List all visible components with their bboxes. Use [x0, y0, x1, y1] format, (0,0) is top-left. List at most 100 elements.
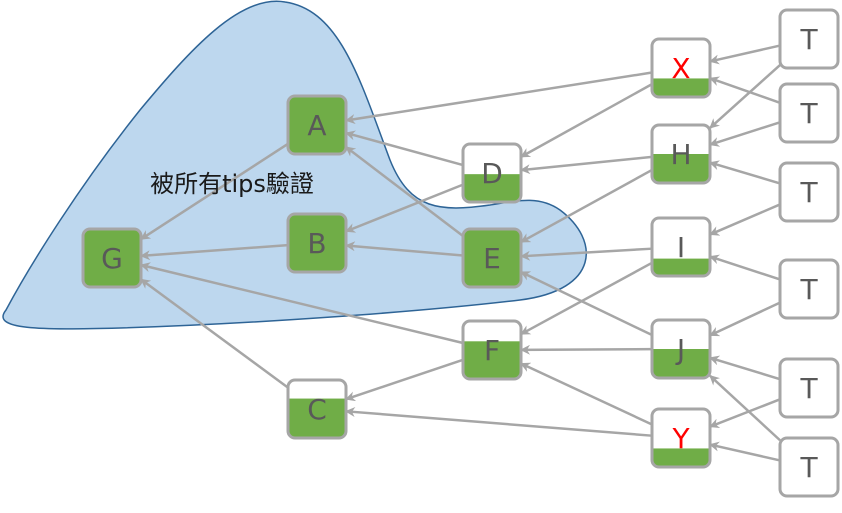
node-g[interactable]: G	[81, 227, 143, 289]
node-border	[461, 227, 523, 289]
confirmation-fill	[463, 174, 521, 202]
node-i[interactable]: I	[650, 216, 712, 278]
node-label: H	[670, 138, 691, 171]
node-label: T	[799, 176, 818, 209]
edge-i-to-e	[520, 247, 653, 261]
node-border	[286, 378, 348, 440]
edge-d-to-b	[345, 183, 464, 233]
edge-t2-to-x	[709, 76, 781, 104]
node-border	[650, 123, 712, 185]
node-f[interactable]: F	[461, 319, 523, 381]
node-border	[461, 142, 523, 204]
edge-t5-to-y	[709, 398, 781, 429]
node-label: I	[677, 231, 685, 264]
node-t5[interactable]: T	[778, 357, 840, 419]
node-border	[650, 216, 712, 278]
edge-f-to-c	[345, 358, 464, 402]
confirmation-fill	[652, 258, 710, 276]
edge-t4-to-i	[709, 254, 781, 281]
node-d[interactable]: D	[461, 142, 523, 204]
node-label: A	[307, 109, 326, 142]
node-label: J	[675, 333, 685, 366]
node-t6[interactable]: T	[778, 436, 840, 498]
node-b[interactable]: B	[286, 212, 348, 274]
edge-e-to-b	[345, 241, 464, 257]
node-c[interactable]: C	[286, 378, 348, 440]
node-h[interactable]: H	[650, 123, 712, 185]
node-t3[interactable]: T	[778, 161, 840, 223]
node-label: T	[799, 97, 818, 130]
node-label: T	[799, 451, 818, 484]
node-border	[650, 407, 712, 469]
node-label: T	[799, 23, 818, 56]
edge-t6-to-j	[709, 374, 781, 442]
edge-d-to-a	[345, 130, 464, 167]
node-background	[780, 359, 838, 417]
node-border	[81, 227, 143, 289]
node-label: X	[671, 52, 690, 85]
edge-x-to-a	[345, 71, 653, 125]
node-label: G	[101, 242, 123, 275]
edge-j-to-f	[520, 344, 653, 355]
edge-h-to-e	[520, 168, 653, 244]
node-border	[650, 37, 712, 99]
edge-i-to-f	[520, 261, 653, 336]
confirmation-fill	[463, 341, 521, 379]
edge-t1-to-h	[709, 64, 781, 129]
node-label: T	[799, 273, 818, 306]
edge-t2-to-h	[709, 121, 781, 147]
edge-y-to-f	[520, 362, 653, 426]
confirmation-fill	[652, 78, 710, 97]
node-e[interactable]: E	[461, 227, 523, 289]
node-j[interactable]: J	[650, 318, 712, 380]
confirmation-fill	[652, 349, 710, 378]
node-label: F	[484, 334, 500, 367]
node-background	[780, 84, 838, 142]
edge-y-to-c	[345, 407, 653, 437]
node-border	[778, 8, 840, 70]
confirmation-fill	[288, 96, 346, 154]
node-border	[286, 212, 348, 274]
edge-f-to-g	[140, 262, 464, 345]
node-background	[780, 163, 838, 221]
node-label: E	[483, 242, 501, 275]
edge-t5-to-j	[709, 355, 781, 381]
confirmed-region	[2, 0, 587, 330]
edge-c-to-g	[140, 278, 289, 389]
node-label: T	[799, 372, 818, 405]
node-x[interactable]: X	[650, 37, 712, 99]
node-background	[780, 10, 838, 68]
confirmation-fill	[288, 214, 346, 272]
node-background	[780, 438, 838, 496]
node-border	[778, 357, 840, 419]
edge-j-to-e	[520, 270, 653, 337]
confirmation-fill	[652, 154, 710, 183]
edge-t1-to-x	[709, 44, 781, 65]
node-a[interactable]: A	[286, 94, 348, 156]
node-y[interactable]: Y	[650, 407, 712, 469]
edge-t3-to-h	[709, 160, 781, 185]
edge-b-to-g	[140, 243, 289, 261]
edge-x-to-d	[520, 83, 653, 158]
node-label: C	[307, 393, 327, 426]
node-label: Y	[671, 422, 690, 455]
node-t2[interactable]: T	[778, 82, 840, 144]
confirmation-fill	[83, 229, 141, 287]
node-t4[interactable]: T	[778, 258, 840, 320]
node-border	[461, 319, 523, 381]
node-label: B	[307, 227, 326, 260]
edge-e-to-a	[345, 146, 464, 237]
edge-t4-to-j	[709, 301, 781, 337]
nodes-layer: A B G C D E F X H I J Y T T T T T T	[81, 8, 840, 498]
node-border	[778, 258, 840, 320]
node-border	[778, 436, 840, 498]
edges-layer	[140, 44, 781, 462]
confirmation-fill	[463, 229, 521, 287]
region-label: 被所有tips驗證	[150, 170, 314, 198]
confirmation-fill	[652, 448, 710, 467]
confirmation-fill	[288, 398, 346, 438]
edge-a-to-g	[140, 142, 289, 241]
node-border	[650, 318, 712, 380]
node-t1[interactable]: T	[778, 8, 840, 70]
